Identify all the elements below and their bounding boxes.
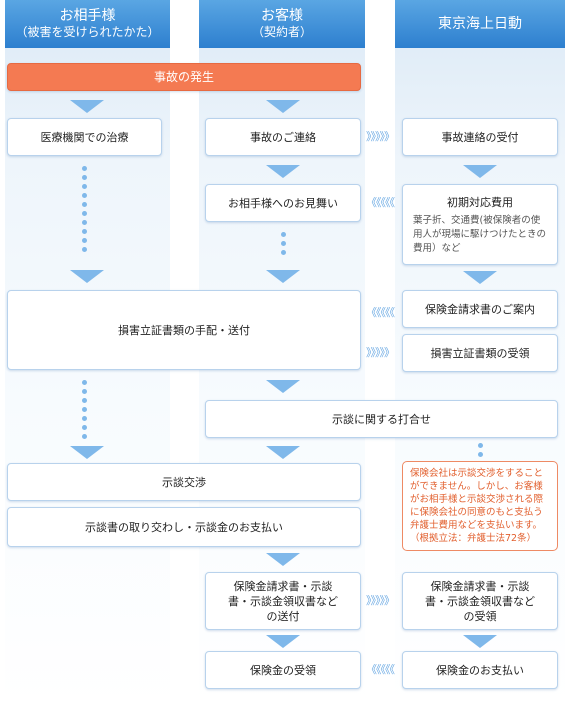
header-customer: お客様 （契約者） <box>199 0 365 48</box>
step-receive-claim: 保険金請求書・示談書・示談金領収書などの受領 <box>402 572 558 630</box>
step-contact: 事故のご連絡 <box>205 118 361 156</box>
step-exchange-label: 示談書の取り交わし・示談金のお支払い <box>85 520 283 534</box>
step-exchange: 示談書の取り交わし・示談金のお支払い <box>7 507 361 547</box>
arrow-down-icon <box>463 271 497 284</box>
step-send-claim: 保険金請求書・示談書・示談金領収書などの送付 <box>205 572 361 630</box>
arrow-down-icon <box>266 270 300 283</box>
step-settlement-meeting: 示談に関する打合せ <box>205 400 558 438</box>
header-partner-subtitle: （被害を受けられたかた） <box>15 25 160 39</box>
step-prepare-docs-label: 損害立証書類の手配・送付 <box>118 323 250 337</box>
step-receive-docs-label: 損害立証書類の受領 <box>430 346 530 360</box>
dotted-connector <box>478 443 484 461</box>
arrow-down-icon <box>266 635 300 648</box>
arrow-right-icon: 》》》》》 <box>366 346 395 359</box>
arrow-left-icon: 《《《《《 <box>366 663 395 676</box>
header-partner-title: お相手様 <box>59 8 116 24</box>
step-initial-cost-detail: 葉子折、交通費(被保険者の使用人が現場に駆けつけたときの費用）など <box>413 215 547 254</box>
step-settlement-meeting-label: 示談に関する打合せ <box>332 412 431 426</box>
step-contact-label: 事故のご連絡 <box>250 130 316 144</box>
step-prepare-docs: 損害立証書類の手配・送付 <box>7 290 361 370</box>
dotted-connector <box>82 166 88 256</box>
step-visit-label: お相手様へのお見舞い <box>228 196 338 210</box>
step-receive-claim-label: 保険金請求書・示談書・示談金領収書などの受領 <box>425 579 535 623</box>
dotted-connector <box>281 232 287 259</box>
arrow-down-icon <box>70 100 104 113</box>
arrow-right-icon: 》》》》》 <box>366 594 395 607</box>
step-initial-cost: 初期対応費用 葉子折、交通費(被保険者の使用人が現場に駆けつけたときの費用）など <box>402 184 558 265</box>
step-receive-payment-label: 保険金の受領 <box>250 663 316 677</box>
arrow-down-icon <box>266 446 300 459</box>
step-pay-insurance-label: 保険金のお支払い <box>436 663 524 677</box>
step-receive-docs: 損害立証書類の受領 <box>402 334 558 372</box>
step-receive-payment: 保険金の受領 <box>205 651 361 689</box>
arrow-down-icon <box>266 165 300 178</box>
arrow-down-icon <box>70 446 104 459</box>
step-send-claim-label: 保険金請求書・示談書・示談金領収書などの送付 <box>228 579 338 623</box>
header-partner: お相手様 （被害を受けられたかた） <box>5 0 170 48</box>
step-negotiation-label: 示談交渉 <box>162 475 206 489</box>
note-negotiation-text: 保険会社は示談交渉をすることができません。しかし、お客様がお相手様と示談交渉され… <box>410 468 544 544</box>
step-negotiation: 示談交渉 <box>7 463 361 501</box>
arrow-left-icon: 《《《《《 <box>366 306 395 319</box>
arrow-left-icon: 《《《《《 <box>366 196 395 209</box>
step-treatment: 医療機関での治療 <box>7 118 162 156</box>
step-initial-cost-title: 初期対応費用 <box>447 196 513 209</box>
arrow-down-icon <box>463 165 497 178</box>
step-accident-label: 事故の発生 <box>153 69 214 84</box>
step-claim-guide-label: 保険金請求書のご案内 <box>425 302 535 316</box>
step-treatment-label: 医療機関での治療 <box>40 130 129 144</box>
arrow-down-icon <box>266 100 300 113</box>
step-accident: 事故の発生 <box>7 63 361 91</box>
arrow-right-icon: 》》》》》 <box>366 130 395 143</box>
step-pay-insurance: 保険金のお支払い <box>402 651 558 689</box>
note-negotiation: 保険会社は示談交渉をすることができません。しかし、お客様がお相手様と示談交渉され… <box>402 461 558 551</box>
step-contact-received: 事故連絡の受付 <box>402 118 558 156</box>
arrow-down-icon <box>266 553 300 566</box>
step-visit: お相手様へのお見舞い <box>205 184 361 222</box>
header-insurer: 東京海上日動 <box>395 0 565 48</box>
step-claim-guide: 保険金請求書のご案内 <box>402 290 558 328</box>
arrow-down-icon <box>266 380 300 393</box>
header-customer-title: お客様 <box>261 8 303 24</box>
step-contact-received-label: 事故連絡の受付 <box>441 130 519 144</box>
header-customer-subtitle: （契約者） <box>251 25 312 39</box>
arrow-down-icon <box>70 270 104 283</box>
dotted-connector <box>82 380 88 443</box>
header-insurer-title: 東京海上日動 <box>438 15 522 32</box>
arrow-down-icon <box>463 635 497 648</box>
